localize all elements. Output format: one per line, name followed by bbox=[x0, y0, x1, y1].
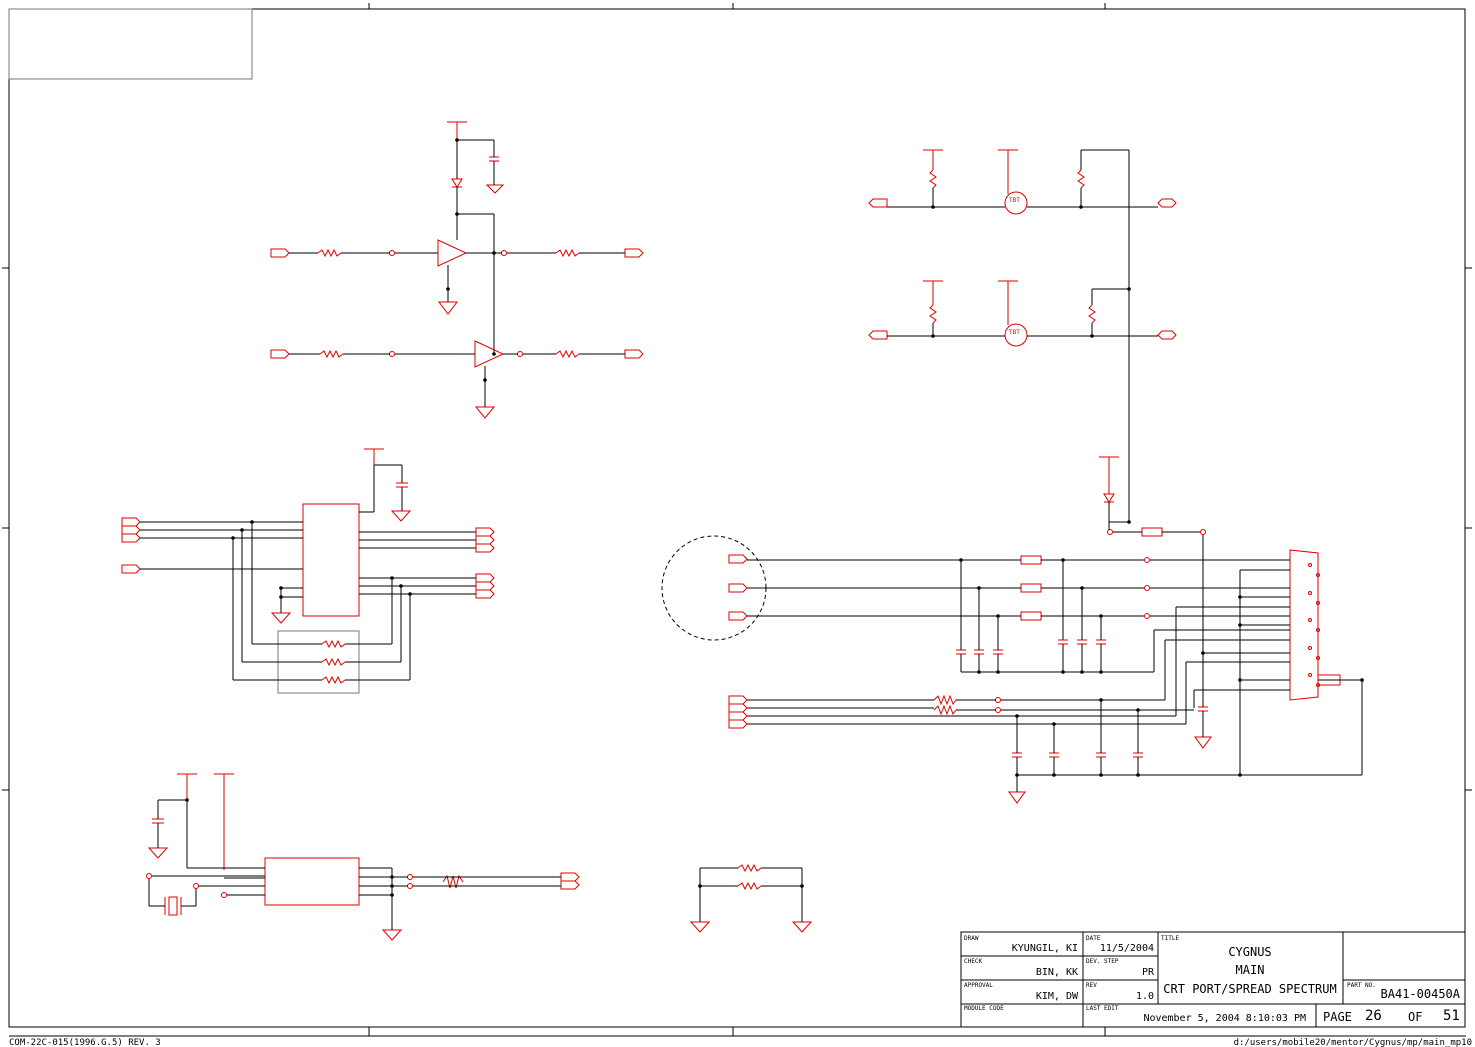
title-block: DRAW KYUNGIL, KI DATE 11/5/2004 TITLE CH… bbox=[960, 931, 1466, 1028]
rev-label: REV bbox=[1086, 982, 1097, 989]
approval-label: APPROVAL bbox=[964, 982, 993, 989]
part-no-label: PART NO. bbox=[1347, 982, 1376, 989]
approval-name: KIM, DW bbox=[1036, 991, 1079, 1002]
last-edit-label: LAST EDIT bbox=[1086, 1005, 1119, 1012]
pulldown-block bbox=[689, 863, 813, 933]
level-shifter-block: TBT TBT bbox=[868, 149, 1177, 522]
clock-generator-block bbox=[146, 773, 580, 941]
rev-value: 1.0 bbox=[1136, 991, 1154, 1002]
part-no-value: BA41-00450A bbox=[1381, 987, 1461, 1001]
switch-ic-block bbox=[121, 448, 495, 694]
title-line-2: MAIN bbox=[1236, 963, 1265, 977]
sheet-frame bbox=[2, 3, 1472, 1037]
check-label: CHECK bbox=[964, 958, 982, 965]
check-name: BIN, KK bbox=[1036, 967, 1078, 978]
draw-name: KYUNGIL, KI bbox=[1012, 943, 1078, 954]
form-code: COM-22C-015(1996.G.5) REV. 3 bbox=[9, 1038, 161, 1047]
buffer-block bbox=[270, 121, 644, 419]
date-value: 11/5/2004 bbox=[1100, 943, 1154, 954]
page-total: 51 bbox=[1443, 1008, 1460, 1024]
of-label: OF bbox=[1408, 1010, 1422, 1024]
title-label: TITLE bbox=[1161, 935, 1179, 942]
mosfet-q1-label: TBT bbox=[1009, 197, 1020, 204]
module-code-label: MODULE CODE bbox=[964, 1005, 1004, 1012]
page-number: 26 bbox=[1365, 1008, 1382, 1024]
page-label: PAGE bbox=[1323, 1010, 1352, 1024]
crt-connector-block bbox=[661, 456, 1364, 804]
dev-step-label: DEV. STEP bbox=[1086, 958, 1119, 965]
dev-step-value: PR bbox=[1142, 967, 1155, 978]
file-path: d:/users/mobile20/mentor/Cygnus/mp/main_… bbox=[1234, 1038, 1472, 1047]
mosfet-q2-label: TBT bbox=[1009, 329, 1020, 336]
title-line-3: CRT PORT/SPREAD SPECTRUM bbox=[1163, 982, 1336, 996]
date-label: DATE bbox=[1086, 935, 1101, 942]
revision-box bbox=[8, 8, 253, 80]
last-edit-value: November 5, 2004 8:10:03 PM bbox=[1143, 1013, 1306, 1024]
draw-label: DRAW bbox=[964, 935, 979, 942]
title-line-1: CYGNUS bbox=[1228, 945, 1271, 959]
